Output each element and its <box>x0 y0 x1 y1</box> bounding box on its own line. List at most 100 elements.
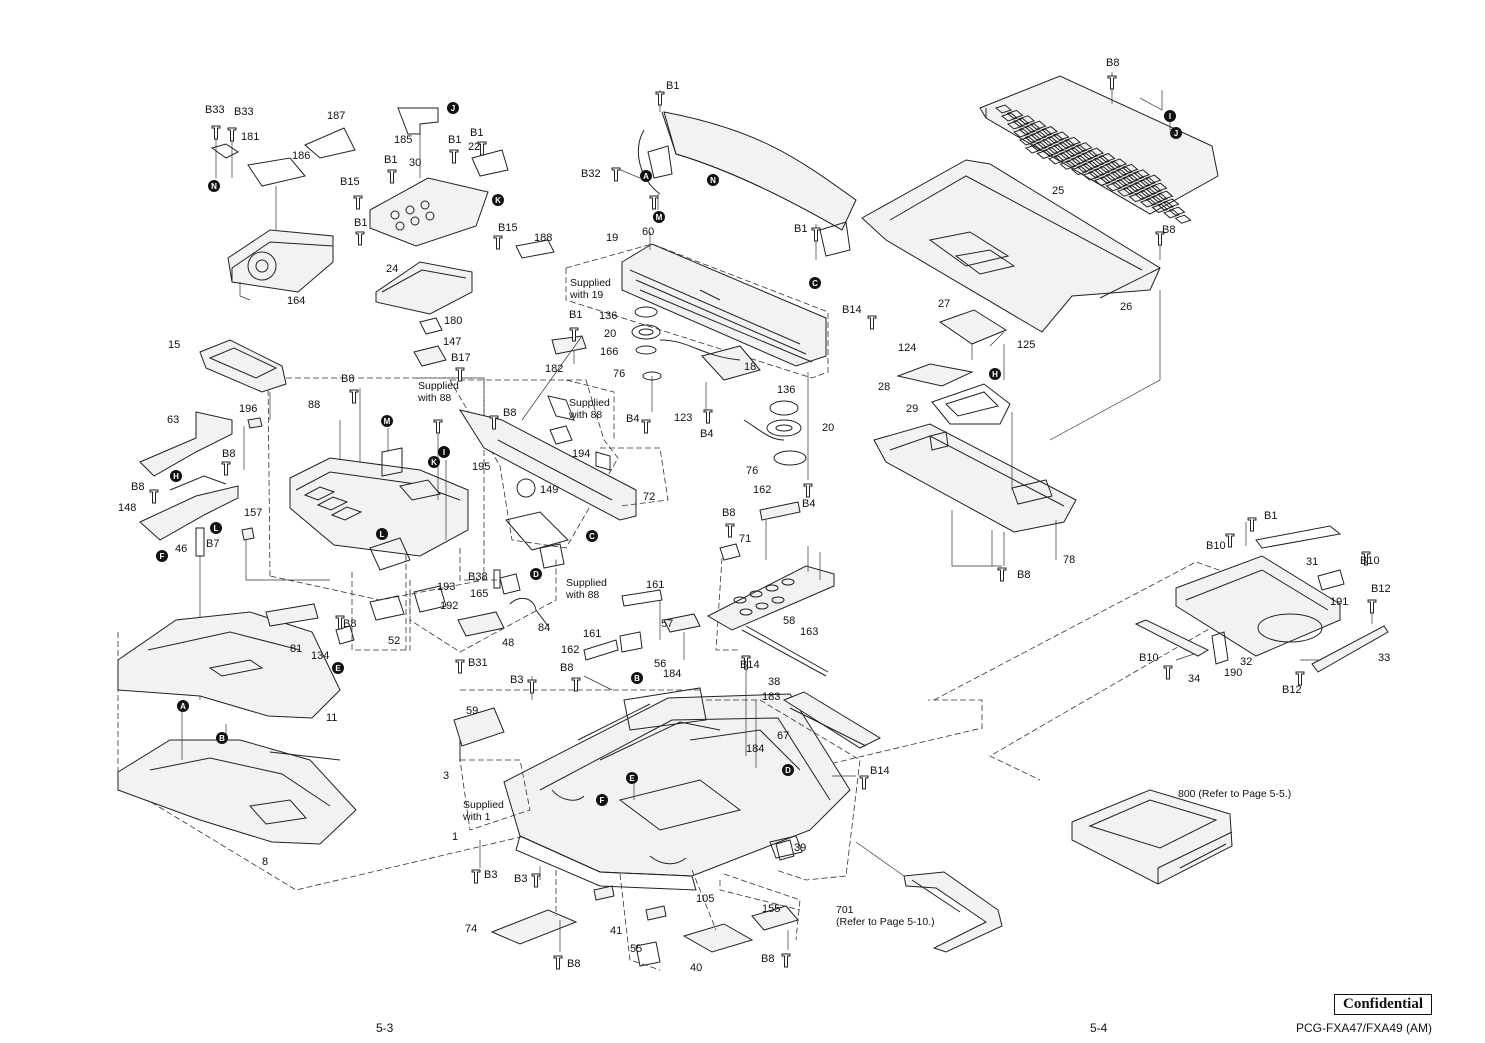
keycap <box>1162 209 1181 219</box>
label-76b: 76 <box>746 465 758 477</box>
screw-icon <box>527 679 537 694</box>
label-163: 163 <box>800 626 818 638</box>
label-164: 164 <box>287 295 305 307</box>
label-185: 185 <box>394 134 412 146</box>
label-149: 149 <box>540 484 558 496</box>
keycap <box>994 104 1013 114</box>
keycap <box>1035 139 1054 149</box>
keycap <box>1092 155 1111 165</box>
label-B1f: B1 <box>794 223 807 235</box>
label-B10c: B10 <box>1139 652 1159 664</box>
label-187: 187 <box>327 110 345 122</box>
screw-icon <box>353 195 363 210</box>
label-B3b: B3 <box>484 869 497 881</box>
screw-icon <box>1247 517 1257 532</box>
callout-circle-M1 <box>381 415 393 427</box>
keycap <box>1150 193 1169 203</box>
label-184b: 184 <box>746 743 764 755</box>
lid-hinge-cover <box>615 90 857 260</box>
keycap <box>1023 123 1042 133</box>
keycap <box>1098 153 1116 163</box>
label-39: 39 <box>794 842 806 854</box>
screw-icon <box>867 315 877 330</box>
label-B14c: B14 <box>870 765 890 777</box>
cluster-193-48 <box>409 543 565 653</box>
label-22: 22 <box>468 141 480 153</box>
label-183: 183 <box>762 691 780 703</box>
callout-letter-E2: E <box>629 774 635 783</box>
callout-letter-C2: C <box>812 279 818 288</box>
label-180: 180 <box>444 315 462 327</box>
keycap <box>1047 155 1066 165</box>
screw-symbols <box>149 75 1377 970</box>
part-labels: B33 B33 181 187 186 164 185 B1 22 B1 B1 … <box>118 57 1391 974</box>
label-194: 194 <box>572 448 590 460</box>
optical-drive <box>1134 522 1389 673</box>
callout-circle-K2 <box>428 456 440 468</box>
callout-letter-F1: F <box>160 552 165 561</box>
screw-icon <box>553 955 563 970</box>
label-B4c: B4 <box>802 498 815 510</box>
label-76a: 76 <box>613 368 625 380</box>
label-29: 29 <box>906 403 918 415</box>
keycap <box>1115 166 1134 176</box>
label-55: 55 <box>630 943 642 955</box>
keycap <box>1081 160 1100 170</box>
keycap <box>1087 168 1106 178</box>
keycap <box>1052 131 1070 141</box>
keycap <box>1081 150 1099 160</box>
screw-icon <box>355 231 365 246</box>
keycap <box>1116 187 1135 197</box>
keycap <box>1047 144 1065 154</box>
screw-icon <box>477 141 487 156</box>
screw-icon <box>611 167 621 182</box>
callout-letter-J2: J <box>1174 129 1178 138</box>
callout-letter-K1: K <box>495 196 501 205</box>
keycap <box>1058 139 1076 149</box>
label-B1h: B1 <box>1264 510 1277 522</box>
label-B3c: B3 <box>514 873 527 885</box>
label-B1g: B1 <box>569 309 582 321</box>
screw-icon <box>455 367 465 382</box>
screw-icon <box>1295 671 1305 686</box>
label-B7: B7 <box>206 538 219 550</box>
label-B33b: B33 <box>234 106 254 118</box>
model-number: PCG-FXA47/FXA49 (AM) <box>1296 1021 1433 1035</box>
screw-icon <box>227 127 237 142</box>
keycap <box>1087 158 1105 168</box>
keycap <box>1104 171 1123 181</box>
label-192: 192 <box>440 600 458 612</box>
screw-icon <box>335 615 345 630</box>
keycap <box>1144 174 1162 184</box>
label-157: 157 <box>244 507 262 519</box>
screw-icon <box>703 409 713 424</box>
keycap <box>1029 131 1048 141</box>
note-ref701-line2: (Refer to Page 5-10.) <box>836 916 935 928</box>
label-60: 60 <box>642 226 654 238</box>
keycap <box>1110 179 1129 189</box>
brackets-15-63-46 <box>139 339 330 700</box>
label-162b: 162 <box>561 644 579 656</box>
screw-icon <box>781 953 791 968</box>
label-20b: 20 <box>822 422 834 434</box>
keycap <box>1070 166 1089 176</box>
label-147: 147 <box>443 336 461 348</box>
label-182: 182 <box>545 363 563 375</box>
callout-circle-E2 <box>626 772 638 784</box>
note-supplied88a-line1: Supplied <box>418 380 459 392</box>
label-B8f: B8 <box>722 507 735 519</box>
callout-letter-A1: A <box>180 702 186 711</box>
label-40: 40 <box>690 962 702 974</box>
keycap <box>1029 120 1047 130</box>
label-28: 28 <box>878 381 890 393</box>
callout-letter-C1: C <box>589 532 595 541</box>
label-B12a: B12 <box>1371 583 1391 595</box>
callout-circle-C2 <box>809 277 821 289</box>
label-74: 74 <box>465 923 477 935</box>
screw-icon <box>349 389 359 404</box>
keycap <box>1076 163 1094 173</box>
board-88 <box>267 377 485 651</box>
label-B17: B17 <box>451 352 471 364</box>
label-41: 41 <box>610 925 622 937</box>
